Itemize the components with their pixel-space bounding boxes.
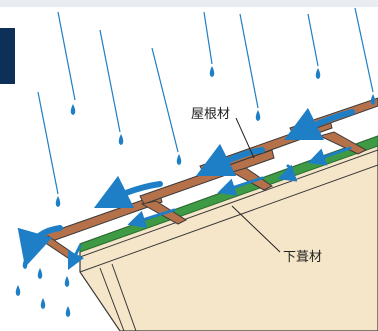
flow-arrow-icon (17, 225, 63, 268)
rafter-line (111, 263, 137, 331)
flow-arrow-icon (195, 143, 265, 177)
flow-arrow-icon (67, 244, 85, 271)
flow-arrow-icon (93, 175, 163, 209)
raindrop-icon (22, 258, 28, 269)
flow-arrow-icon (307, 146, 352, 166)
underlayment-label: 下葺材 (283, 250, 323, 265)
deck-line (79, 164, 378, 273)
flow-arrow-icon (127, 208, 176, 228)
roofing-leader-line (235, 117, 255, 159)
rafter-line (99, 267, 125, 331)
raindrop-icon (55, 196, 61, 207)
deck-line (79, 149, 378, 258)
raindrop-icon (370, 94, 376, 105)
corner-tab (0, 28, 15, 84)
raindrop-icon (64, 276, 70, 287)
flow-arrow-icon (277, 164, 298, 182)
raindrop-icon (40, 298, 46, 309)
raindrop-icon (15, 285, 21, 296)
flow-arrow-icon (217, 176, 264, 196)
top-border (0, 0, 378, 7)
raindrop-icon (70, 104, 76, 115)
raindrop-icon (37, 268, 43, 279)
raindrop-icon (209, 66, 215, 77)
raindrop-icon (118, 134, 124, 145)
raindrop-icon (176, 154, 182, 165)
underlayment-leader-line (231, 205, 281, 253)
rain-streaks (37, 7, 374, 195)
roofing-material-label: 屋根材 (191, 107, 231, 122)
flow-arrow-icon (283, 107, 355, 141)
raindrop-icon (315, 68, 321, 79)
flow-arrows-underlayment (67, 146, 352, 271)
raindrop-icon (65, 306, 71, 317)
raindrop-icon (255, 110, 261, 121)
flow-arrows-tiles (17, 107, 355, 268)
